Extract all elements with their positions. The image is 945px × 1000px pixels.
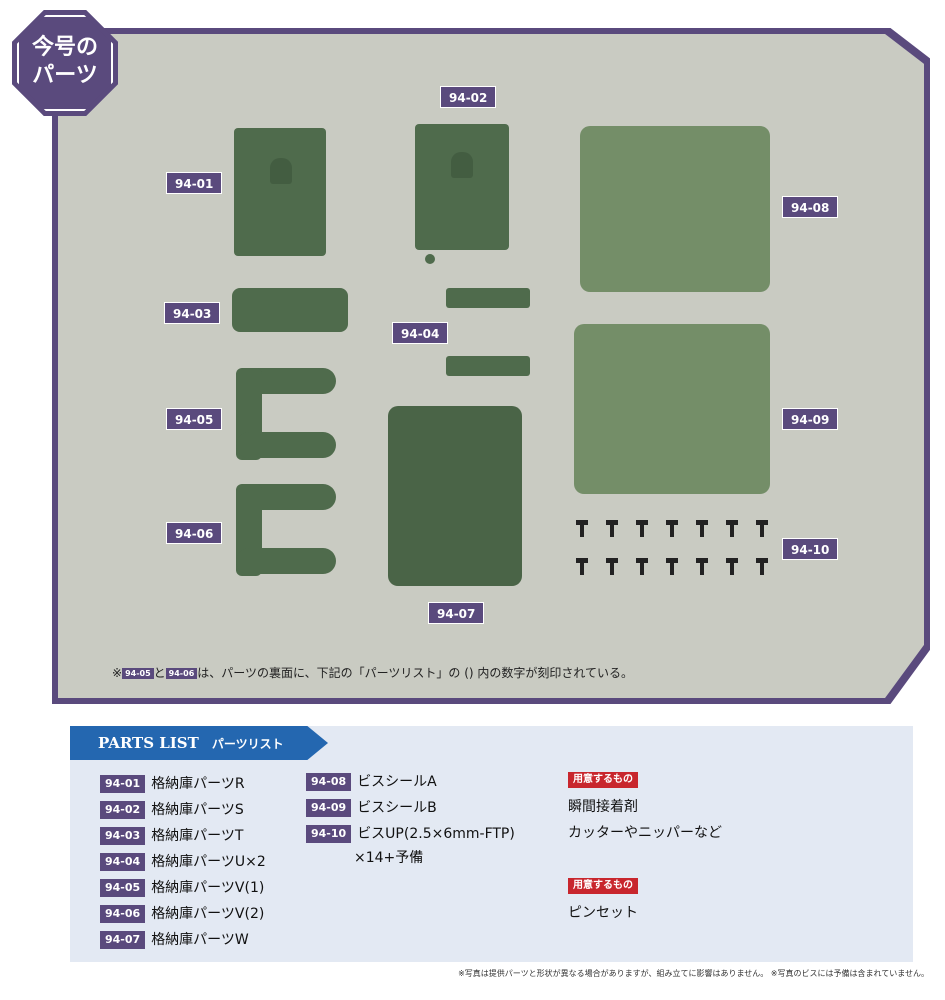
list-item-code: 94-01 [100,775,146,793]
tag-94-07: 94-07 [428,602,485,624]
list-item-name: ビスUP(2.5×6mm-FTP) [357,826,515,842]
list-item-name: 格納庫パーツV(1) [151,880,265,896]
list-item-code: 94-02 [100,801,146,819]
part-94-10-screws [576,520,768,575]
list-item: 94-02 格納庫パーツS [100,800,244,822]
parts-list-title-en: PARTS LIST [98,734,199,752]
required-item: ピンセット [568,905,638,921]
part-94-07 [388,406,522,586]
parts-list-header: PARTS LIST パーツリスト [70,726,328,760]
part-94-02 [415,124,509,250]
part-94-04-b [446,356,530,376]
list-item-name: 格納庫パーツV(2) [151,906,265,922]
tag-94-09: 94-09 [782,408,839,430]
badge-line2: パーツ [32,63,98,88]
required-label: 用意するもの [568,772,638,788]
list-item: 94-05 格納庫パーツV(1) [100,878,264,900]
list-item-code: 94-10 [306,825,352,843]
list-item: 94-04 格納庫パーツU×2 [100,852,266,874]
list-item-name: 格納庫パーツT [151,828,244,844]
list-item-code: 94-04 [100,853,146,871]
parts-list-panel [70,726,913,962]
badge-line1: 今号の [31,35,98,60]
tag-94-08: 94-08 [782,196,839,218]
tag-94-02: 94-02 [440,86,497,108]
list-item-name: ビスシールA [357,774,437,790]
footnote: ※写真は提供パーツと形状が異なる場合がありますが、組み立てに影響はありません。 … [458,969,929,978]
note-prefix: ※ [112,666,123,680]
list-item: 94-07 格納庫パーツW [100,930,249,952]
list-item-name: 格納庫パーツR [151,776,245,792]
part-94-01-peg [270,158,292,184]
tag-94-06: 94-06 [166,522,223,544]
required-item: カッターやニッパーなど [568,825,722,841]
tag-94-01: 94-01 [166,172,223,194]
list-item: 94-06 格納庫パーツV(2) [100,904,264,926]
part-94-09 [574,324,770,494]
list-item-continuation: ×14+予備 [354,850,424,866]
list-item-code: 94-09 [306,799,352,817]
note-tag-b: 94-06 [165,668,198,679]
list-item-code: 94-03 [100,827,146,845]
list-item: 94-08 ビスシールA [306,772,437,794]
list-item: 94-01 格納庫パーツR [100,774,245,796]
required-label: 用意するもの [568,878,638,894]
list-item: 94-10 ビスUP(2.5×6mm-FTP) [306,824,515,846]
issue-parts-badge: 今号の パーツ [12,34,118,90]
list-item: 94-09 ビスシールB [306,798,437,820]
part-94-03 [232,288,348,332]
parts-list-title-ja: パーツリスト [211,737,284,751]
part-94-02-peg [451,152,473,178]
list-item-code: 94-08 [306,773,352,791]
list-item-code: 94-05 [100,879,146,897]
tag-94-10: 94-10 [782,538,839,560]
part-94-05-bottom [236,432,336,458]
tag-94-05: 94-05 [166,408,223,430]
part-94-06-bottom [236,548,336,574]
note-text: は、パーツの裏面に、下記の「パーツリスト」の () 内の数字が刻印されている。 [197,666,634,680]
list-item-code: 94-06 [100,905,146,923]
part-94-08 [580,126,770,292]
tag-94-04: 94-04 [392,322,449,344]
list-item-code: 94-07 [100,931,146,949]
required-item: 瞬間接着剤 [568,799,638,815]
note-tag-a: 94-05 [122,668,154,679]
list-item: 94-03 格納庫パーツT [100,826,243,848]
badge-inner [17,15,113,111]
parts-photo: 今号の パーツ [12,10,930,704]
part-94-01 [234,128,326,256]
part-94-02-knob [425,254,435,264]
list-item-name: 格納庫パーツW [151,932,249,948]
note-and: と [153,666,166,680]
part-94-04-a [446,288,530,308]
list-item-name: ビスシールB [357,800,437,816]
list-item-name: 格納庫パーツS [151,802,244,818]
list-item-name: 格納庫パーツU×2 [151,854,266,870]
tag-94-03: 94-03 [164,302,221,324]
